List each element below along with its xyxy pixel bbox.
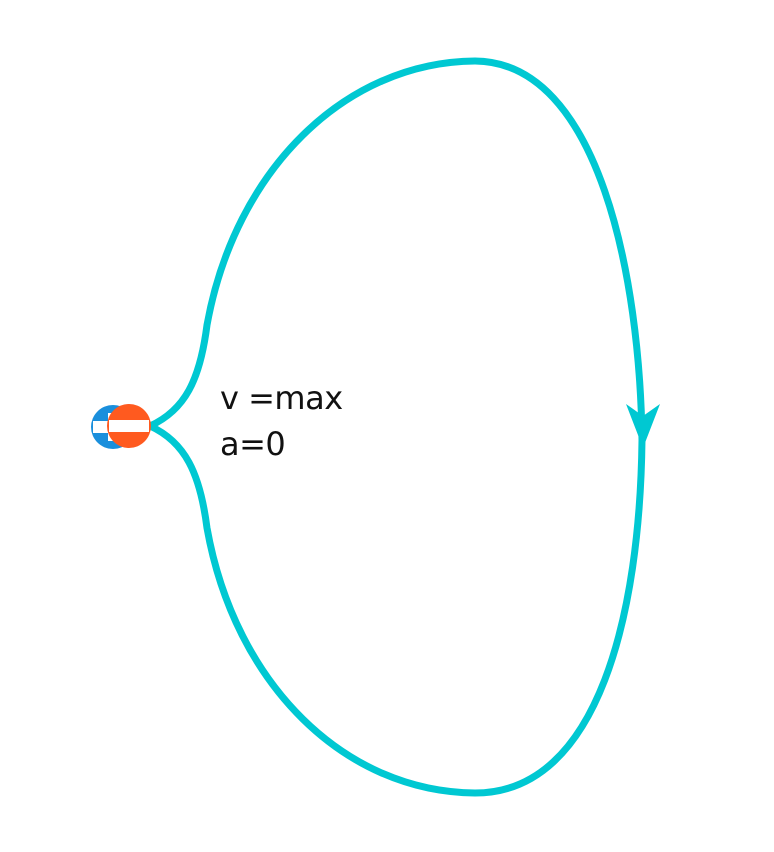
direction-arrow-icon <box>626 404 660 448</box>
negative-charge-icon <box>107 404 151 448</box>
velocity-label: v =max <box>220 379 343 417</box>
acceleration-label: a=0 <box>220 425 286 463</box>
